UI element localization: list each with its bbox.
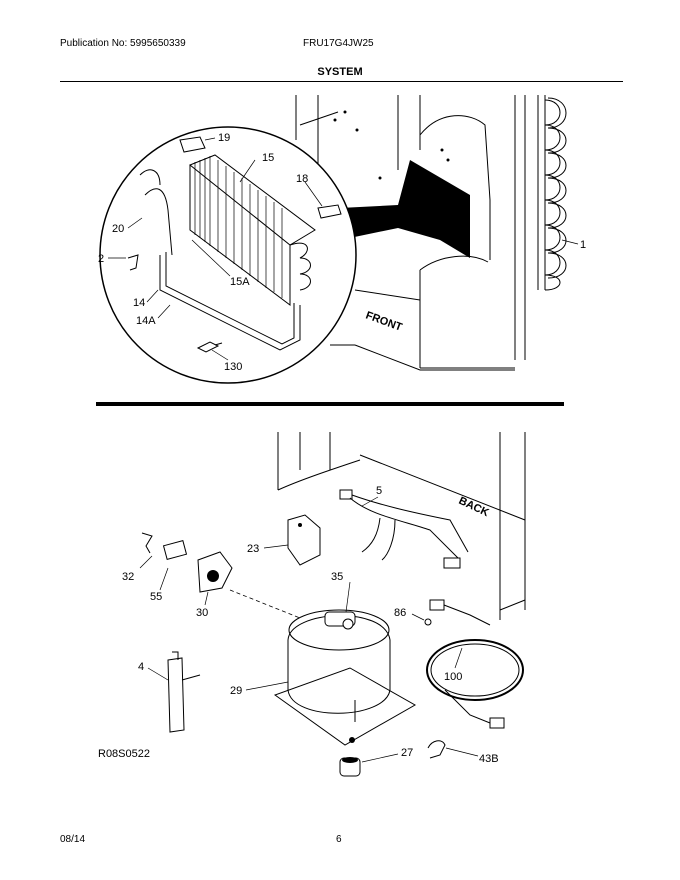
- relay-bracket: [263, 514, 321, 566]
- compressor: [245, 581, 417, 746]
- model-number: FRU17G4JW25: [303, 38, 374, 49]
- grommet: [339, 753, 399, 777]
- callout-1: 1: [580, 239, 586, 251]
- condenser-coil: [537, 95, 579, 291]
- footer-date: 08/14: [60, 834, 86, 845]
- callout-4: 4: [138, 661, 144, 673]
- section-divider: [96, 402, 564, 406]
- callout-14: 14: [133, 297, 145, 309]
- page-number: 6: [336, 834, 342, 845]
- cord-clamp: [427, 740, 479, 759]
- screw: [411, 613, 432, 626]
- callout-86: 86: [394, 607, 406, 619]
- callout-19: 19: [218, 132, 230, 144]
- callout-2: 2: [98, 253, 104, 265]
- callout-130: 130: [224, 361, 242, 373]
- callout-27: 27: [401, 747, 413, 759]
- callout-15: 15: [262, 152, 274, 164]
- overload-relay-parts: [139, 532, 233, 606]
- front-label: FRONT: [364, 310, 404, 334]
- callout-14a: 14A: [136, 315, 156, 327]
- cabinet-drawing: [295, 95, 526, 371]
- callout-20: 20: [112, 223, 124, 235]
- header-rule: [60, 81, 623, 82]
- callout-35: 35: [331, 571, 343, 583]
- callout-15a: 15A: [230, 276, 250, 288]
- callout-32: 32: [122, 571, 134, 583]
- evaporator-detail-view: [99, 111, 357, 384]
- power-cord: [426, 599, 524, 729]
- filter-drier: [147, 651, 201, 733]
- callout-43b: 43B: [479, 753, 499, 765]
- callout-23: 23: [247, 543, 259, 555]
- section-title: SYSTEM: [317, 66, 363, 78]
- callout-30: 30: [196, 607, 208, 619]
- callout-29: 29: [230, 685, 242, 697]
- back-label: BACK: [457, 495, 491, 519]
- wiring-harness: [339, 489, 469, 569]
- cabinet-back-drawing: [277, 432, 526, 620]
- reference-code: R08S0522: [98, 748, 150, 760]
- callout-100: 100: [444, 671, 462, 683]
- callout-55: 55: [150, 591, 162, 603]
- callout-18: 18: [296, 173, 308, 185]
- callout-5: 5: [376, 485, 382, 497]
- publication-number: Publication No: 5995650339: [60, 38, 186, 49]
